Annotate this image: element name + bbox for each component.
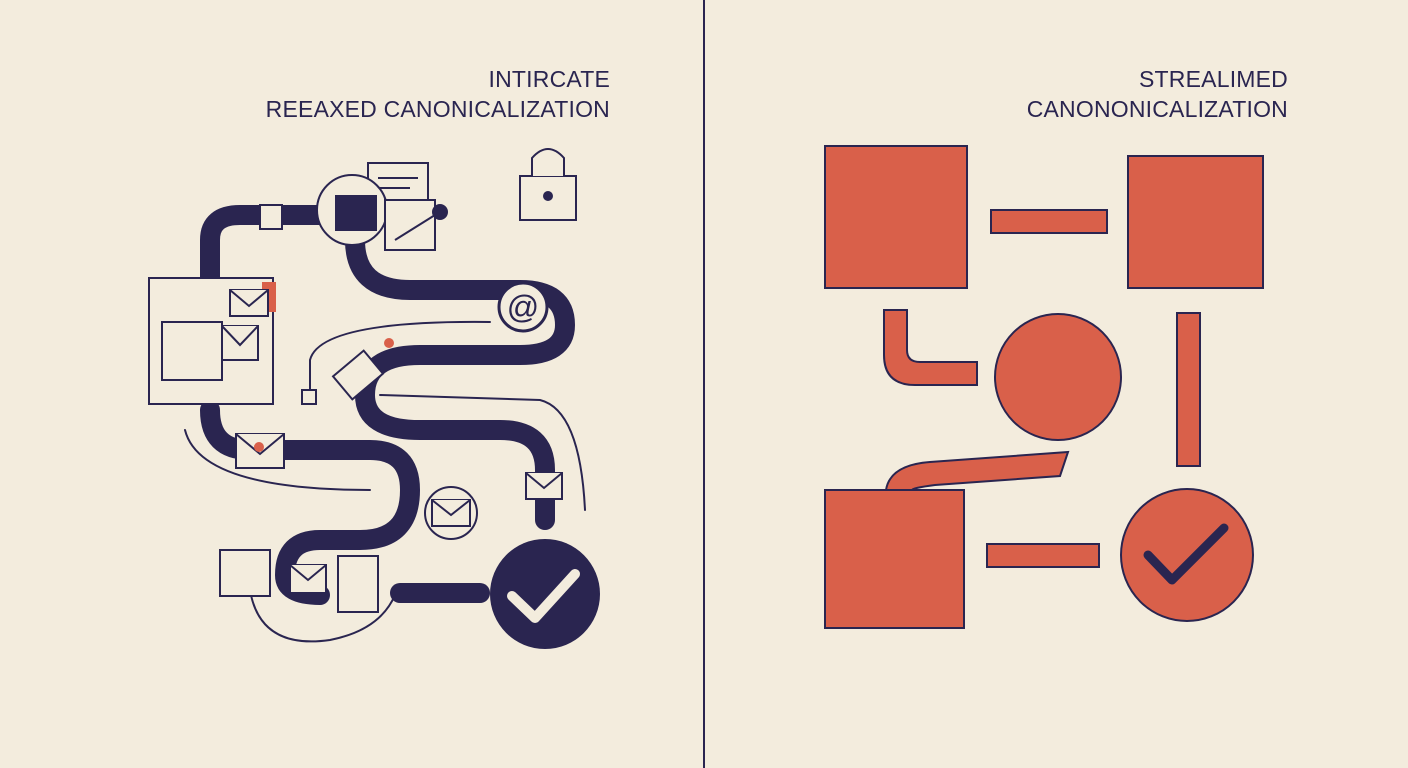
connector	[986, 543, 1100, 568]
at-sign-icon: @	[507, 289, 539, 325]
winding-path	[184, 205, 586, 643]
streamlined-flow	[824, 145, 1264, 629]
connector	[1176, 312, 1201, 467]
at-sign-circle	[497, 281, 549, 333]
node-box	[1127, 155, 1264, 289]
right-panel-title: STREALIMED CANONONICALIZATION	[1027, 64, 1288, 124]
node-box	[824, 489, 965, 629]
connector	[990, 209, 1108, 234]
left-title-line2: REEAXED CANONICALIZATION	[265, 96, 610, 122]
check-circle	[490, 539, 600, 649]
left-panel-title: INTIRCATE REEAXED CANONICALIZATION	[266, 64, 610, 124]
check-circle	[1120, 488, 1254, 622]
check-icon	[507, 569, 580, 623]
node-box	[824, 145, 968, 289]
left-title-line1: INTIRCATE	[488, 66, 610, 92]
node-circle	[994, 313, 1122, 441]
right-title-line2: CANONONICALIZATION	[1026, 96, 1288, 122]
connector	[883, 309, 978, 386]
connector	[884, 450, 1070, 491]
check-icon	[1143, 523, 1229, 585]
right-title-line1: STREALIMED	[1139, 66, 1288, 92]
